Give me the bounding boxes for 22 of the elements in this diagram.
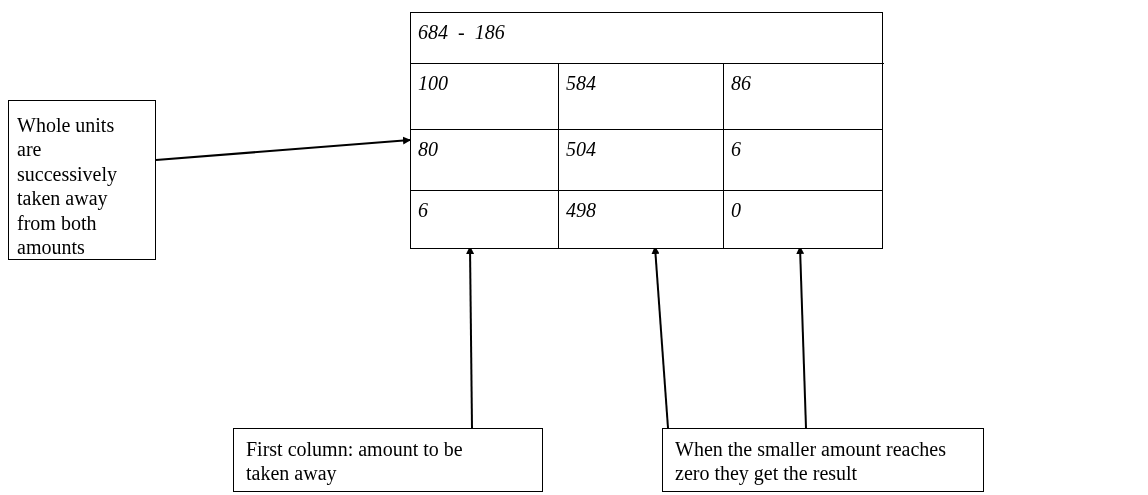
table-cell	[559, 130, 724, 191]
table-cell	[559, 64, 724, 130]
cell-text: 684 - 186	[418, 21, 505, 43]
table-cell	[411, 64, 559, 130]
cell-text: 100	[418, 72, 448, 94]
cell-text: 498	[566, 199, 596, 221]
arrow	[155, 136, 411, 161]
note-text: When the smaller amount reaches zero they get the result	[675, 438, 946, 485]
cell-text: 80	[418, 138, 438, 160]
table-cell	[411, 130, 559, 191]
cell-text: 6	[731, 138, 741, 160]
note-box	[8, 100, 156, 260]
note-box	[233, 428, 543, 492]
cell-text: 86	[731, 72, 751, 94]
cell-text: 0	[731, 199, 741, 221]
note-text: Whole units are successively taken away from both amounts	[17, 114, 117, 258]
note-text: First column: amount to be taken away	[246, 438, 463, 485]
cell-text: 584	[566, 72, 596, 94]
subtraction-table	[410, 12, 883, 249]
cell-text: 6	[418, 199, 428, 221]
cell-text: 504	[566, 138, 596, 160]
note-box	[662, 428, 984, 492]
